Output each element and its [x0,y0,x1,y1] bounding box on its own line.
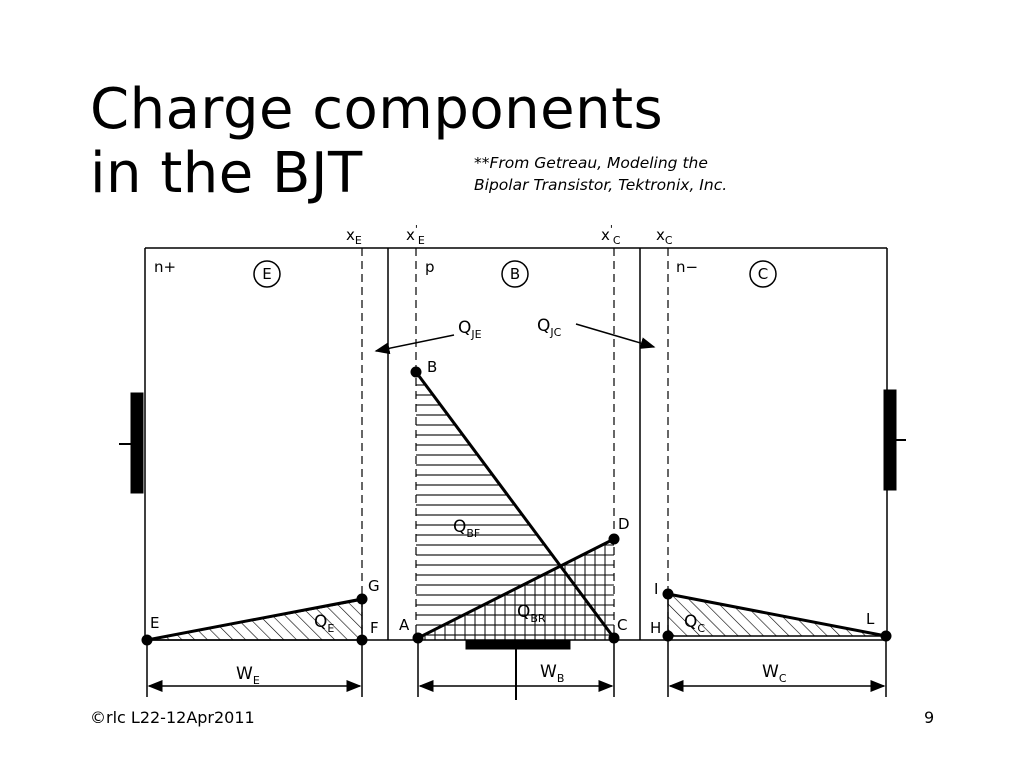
point-label-I: I [654,580,658,598]
collector-contact [883,389,897,491]
label-QJC: QJC [537,316,562,339]
point-G [356,593,368,605]
point-label-C: C [617,616,627,634]
base-circle [501,260,529,288]
label-xC-prime: x'C [601,223,621,247]
page-number: 9 [924,708,935,727]
title-line-1: Charge components [90,77,664,142]
label-QJE: QJE [458,318,482,341]
width-dimensions [146,640,887,697]
footer-copyright: ©rlc L22-12Apr2011 [90,708,255,727]
QJC-arrow [575,323,656,349]
point-A [412,632,424,644]
label-xE-prime: x'E [406,223,425,247]
point-label-L: L [866,610,875,628]
point-D [608,533,620,545]
emitter-letter: E [262,265,271,283]
point-label-E: E [150,614,159,632]
QJE-arrow [374,334,455,355]
source-citation: **From Getreau, Modeling the Bipolar Tra… [474,152,727,196]
label-QBF: QBF [453,517,480,540]
label-QE: QE [314,612,334,635]
point-B [410,366,422,378]
label-QBR: QBR [517,602,546,625]
line-A-D [417,537,615,640]
label-xE: xE [346,226,362,247]
label-QC: QC [684,612,705,635]
point-label-G: G [368,577,380,595]
point-C [608,632,620,644]
profile-lines [146,371,887,642]
source-line-1: **From Getreau, Modeling the [474,154,708,172]
line-I-L [667,592,887,638]
emitter-contact [130,392,144,494]
emitter-doping: n+ [154,258,176,276]
base-doping: p [425,258,435,276]
source-line-2: Bipolar Transistor, Tektronix, Inc. [474,176,728,194]
point-H [662,630,674,642]
base-letter: B [510,265,520,283]
label-xC: xC [656,226,673,247]
point-label-B: B [427,358,437,376]
line-B-C [414,371,616,639]
slide-title: Charge components in the BJT [90,78,663,206]
junction-arrows [374,323,656,355]
label-WE: WE [236,664,260,687]
collector-doping: n− [676,258,698,276]
label-WB: WB [540,662,564,685]
point-label-D: D [618,515,630,533]
point-label-F: F [370,619,379,637]
point-label-H: H [650,619,661,637]
point-L [880,630,892,642]
base-contact [465,639,571,650]
point-I [662,588,674,600]
point-label-A: A [399,616,410,634]
emitter-circle [253,260,281,288]
title-line-2: in the BJT [90,141,363,206]
collector-circle [749,260,777,288]
region-markers [253,260,777,288]
collector-letter: C [758,265,768,283]
profile-points [141,366,892,646]
line-E-G [146,597,363,642]
label-WC: WC [762,662,787,685]
